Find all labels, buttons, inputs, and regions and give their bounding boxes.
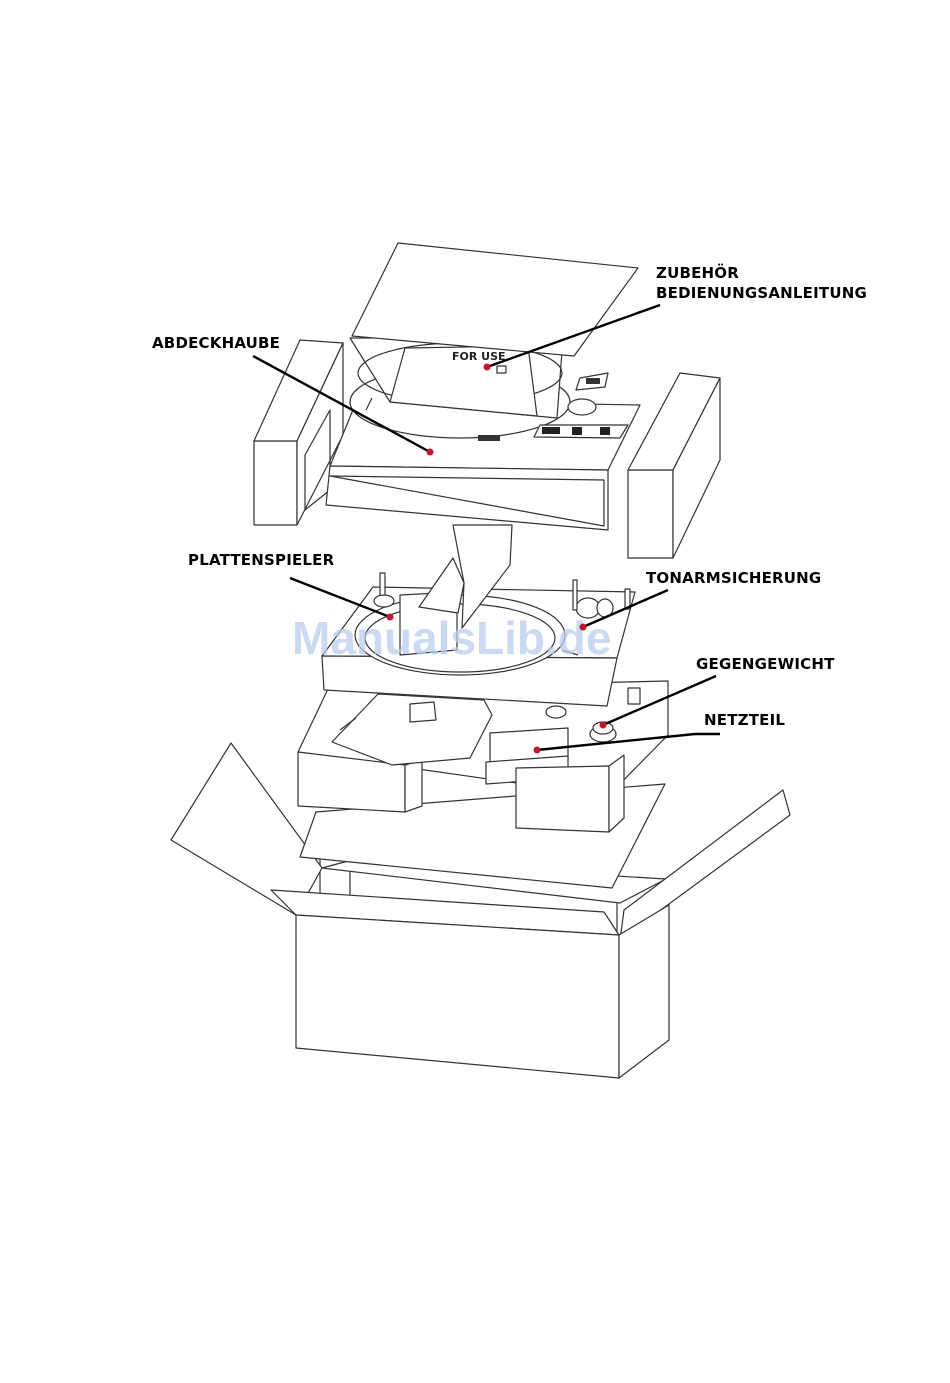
- box-print-text: FOR USE: [452, 350, 506, 363]
- label-plattenspieler: PLATTENSPIELER: [188, 551, 335, 569]
- marker-abdeckhaube: [427, 449, 434, 456]
- watermark-text: ManualsLib.de: [292, 612, 611, 664]
- foam-block-right: [516, 766, 609, 832]
- label-netzteil: NETZTEIL: [704, 711, 785, 729]
- operating-manual: [352, 243, 638, 356]
- dust-cover-front: [326, 466, 608, 530]
- label-zubehoer: ZUBEHÖR: [656, 263, 739, 282]
- label-bedienungsanleitung: BEDIENUNGSANLEITUNG: [656, 284, 867, 302]
- foam-end-right-front: [628, 470, 673, 558]
- label-abdeckhaube: ABDECKHAUBE: [152, 334, 280, 352]
- carton-right-face: [619, 905, 669, 1078]
- marker-tonarmsicherung: [580, 624, 587, 631]
- carton-front-face: [296, 915, 619, 1078]
- foam-end-left-front: [254, 441, 297, 525]
- label-gegengewicht: GEGENGEWICHT: [696, 655, 835, 673]
- label-tonarmsicherung: TONARMSICHERUNG: [646, 569, 821, 587]
- marker-gegengewicht: [600, 722, 607, 729]
- marker-zubehoer: [484, 364, 491, 371]
- shipping-carton: [171, 743, 790, 1078]
- marker-plattenspieler: [387, 614, 394, 621]
- marker-netzteil: [534, 747, 541, 754]
